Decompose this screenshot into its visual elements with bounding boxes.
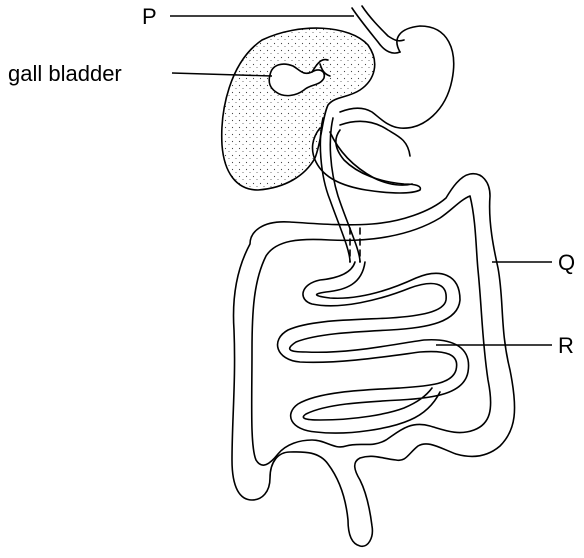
stomach-lower <box>340 121 410 156</box>
duodenum <box>313 128 421 193</box>
label-gall-bladder: gall bladder <box>8 61 122 86</box>
large-intestine <box>232 174 515 547</box>
label-q: Q <box>558 250 575 275</box>
small-intestine <box>278 262 457 433</box>
oesophagus-inner <box>362 6 404 41</box>
label-r: R <box>558 333 574 358</box>
label-p: P <box>142 4 157 29</box>
